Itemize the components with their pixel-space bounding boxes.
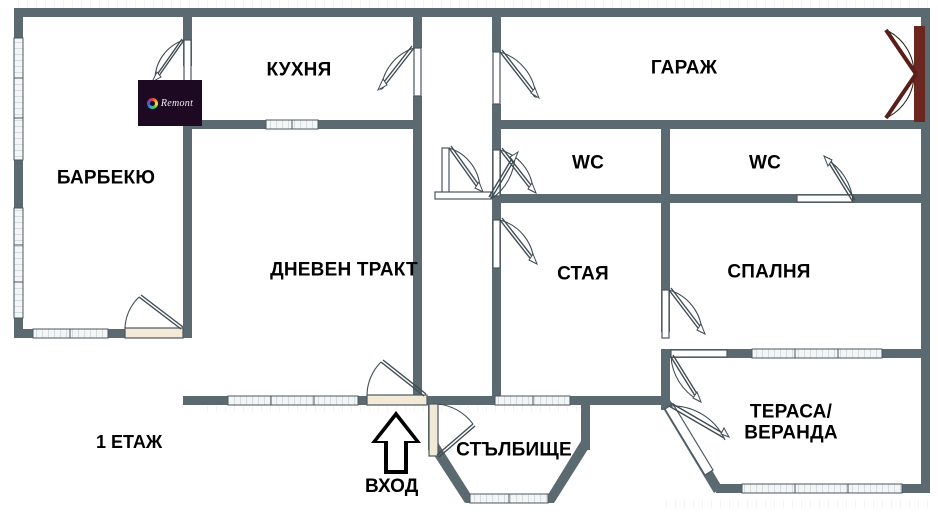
windows bbox=[13, 37, 903, 504]
room-label-room: СТАЯ bbox=[557, 263, 609, 285]
wall-exterior-top bbox=[14, 8, 930, 17]
window-living-bottom bbox=[227, 395, 359, 406]
room-label-wc-left: WC bbox=[571, 152, 605, 174]
room-label-wc-right: WC bbox=[748, 152, 782, 174]
wall-living-right bbox=[413, 129, 422, 404]
door-garage-west bbox=[492, 49, 541, 105]
wall-garage-left-top bbox=[492, 8, 501, 52]
color-wheel-icon bbox=[146, 97, 158, 109]
wall-exterior-right-mid bbox=[921, 129, 930, 345]
door-barbecue-bottom bbox=[124, 294, 184, 339]
wall-kitchen-right-top bbox=[413, 8, 422, 48]
door-bedroom-west bbox=[661, 287, 706, 339]
window-bedroom-bottom bbox=[751, 348, 883, 359]
door-wc-left-south bbox=[492, 147, 537, 197]
door-room-west bbox=[492, 217, 538, 269]
wall-barbecue-living bbox=[183, 120, 192, 338]
wall-exterior-left-bottom bbox=[14, 318, 23, 338]
room-label-terrace: ТЕРАСА/ ВЕРАНДА bbox=[744, 401, 838, 444]
wall-exterior-left-top bbox=[14, 8, 23, 38]
wall-exterior-left-mid bbox=[14, 160, 23, 208]
door-wc-right bbox=[796, 154, 856, 203]
wall-wc-left-bottom bbox=[492, 194, 670, 203]
floor-title: 1 ЕТАЖ bbox=[96, 432, 163, 452]
brand-logo: Remont bbox=[138, 80, 202, 126]
room-label-stairs: СТЪЛБИЩЕ bbox=[456, 439, 572, 461]
room-label-living-tract: ДНЕВЕН ТРАКТ bbox=[270, 259, 418, 281]
wall-garage-left-bottom bbox=[492, 104, 501, 125]
entrance-arrow bbox=[371, 411, 421, 474]
wall-kitchen-left-upper bbox=[183, 8, 192, 66]
wall-terrace-left bbox=[661, 358, 670, 410]
door-bedroom-terrace bbox=[670, 349, 728, 404]
room-label-barbecue: БАРБЕКЮ bbox=[56, 167, 156, 189]
door-garage-overhead bbox=[884, 26, 925, 122]
window-barbecue-left-lower bbox=[13, 207, 24, 319]
room-label-kitchen: КУХНЯ bbox=[266, 59, 332, 81]
wall-stairs-right bbox=[581, 400, 590, 450]
wall-kitchen-right-bottom bbox=[413, 96, 422, 129]
door-barbecue-kitchen bbox=[150, 38, 192, 84]
door-kitchen-east bbox=[376, 45, 422, 97]
wall-exterior-right-top bbox=[921, 8, 930, 130]
door-main-entrance bbox=[366, 359, 428, 406]
door-wc-left bbox=[441, 145, 484, 195]
wall-exterior-right-bottom bbox=[921, 345, 930, 493]
wall-wc-divider bbox=[661, 120, 670, 332]
wall-room-bottom-left bbox=[413, 396, 501, 405]
doors bbox=[124, 26, 925, 476]
room-label-garage: ГАРАЖ bbox=[650, 57, 718, 79]
wall-wc-right-bottom bbox=[670, 194, 921, 203]
window-barbecue-left-upper bbox=[13, 37, 24, 161]
door-stairs bbox=[428, 403, 476, 458]
room-label-bedroom: СПАЛНЯ bbox=[727, 261, 811, 283]
entrance-label: ВХОД bbox=[365, 476, 419, 497]
wall-stairs-bevel-right bbox=[546, 441, 590, 503]
door-living-room bbox=[434, 150, 520, 200]
door-terrace-bevel bbox=[664, 402, 731, 476]
brand-logo-text: Remont bbox=[160, 97, 194, 109]
wall-garage-bottom bbox=[492, 120, 930, 129]
window-terrace-bottom bbox=[741, 483, 903, 494]
